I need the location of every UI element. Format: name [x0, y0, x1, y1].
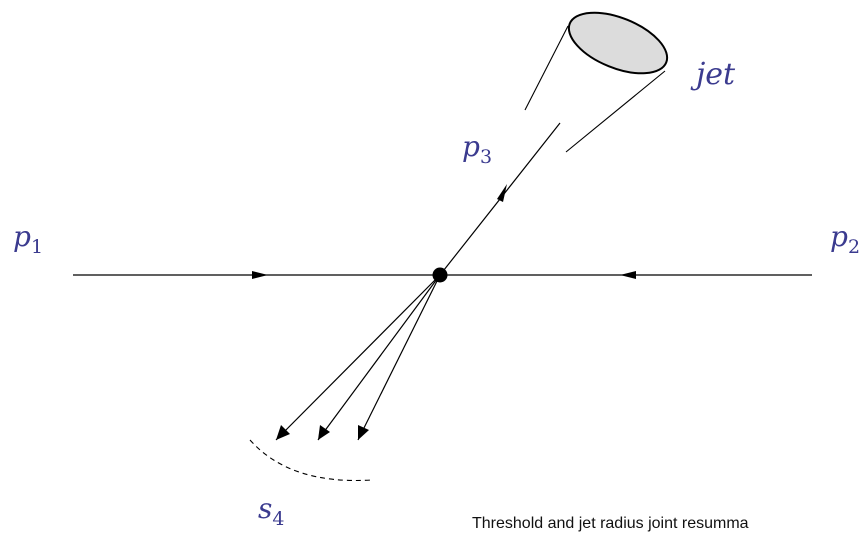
- radiation-line-1: [275, 274, 441, 441]
- label-p1: p1: [13, 220, 43, 258]
- arrow-p3: [497, 184, 507, 202]
- label-p2: p2: [830, 220, 860, 258]
- interaction-vertex: [432, 267, 448, 283]
- label-p3: p3: [462, 130, 492, 168]
- arrow-p2: [620, 271, 636, 279]
- radiation-arrow-3: [358, 425, 369, 440]
- jet-cone-left-edge: [524, 25, 569, 111]
- radiation-arrow-2: [318, 425, 330, 440]
- jet-cone-ellipse: [567, 11, 669, 75]
- arrow-p1: [252, 271, 268, 279]
- label-s4: s4: [258, 492, 284, 530]
- jet-cone-right-edge: [565, 70, 666, 153]
- caption-text: Threshold and jet radius joint resumma: [472, 515, 749, 532]
- label-jet: jet: [690, 57, 736, 92]
- radiation-line-3: [357, 274, 441, 441]
- radiation-line-2: [317, 274, 441, 441]
- radiation-arrow-1: [276, 425, 290, 440]
- s4-dashed-arc: [249, 439, 373, 482]
